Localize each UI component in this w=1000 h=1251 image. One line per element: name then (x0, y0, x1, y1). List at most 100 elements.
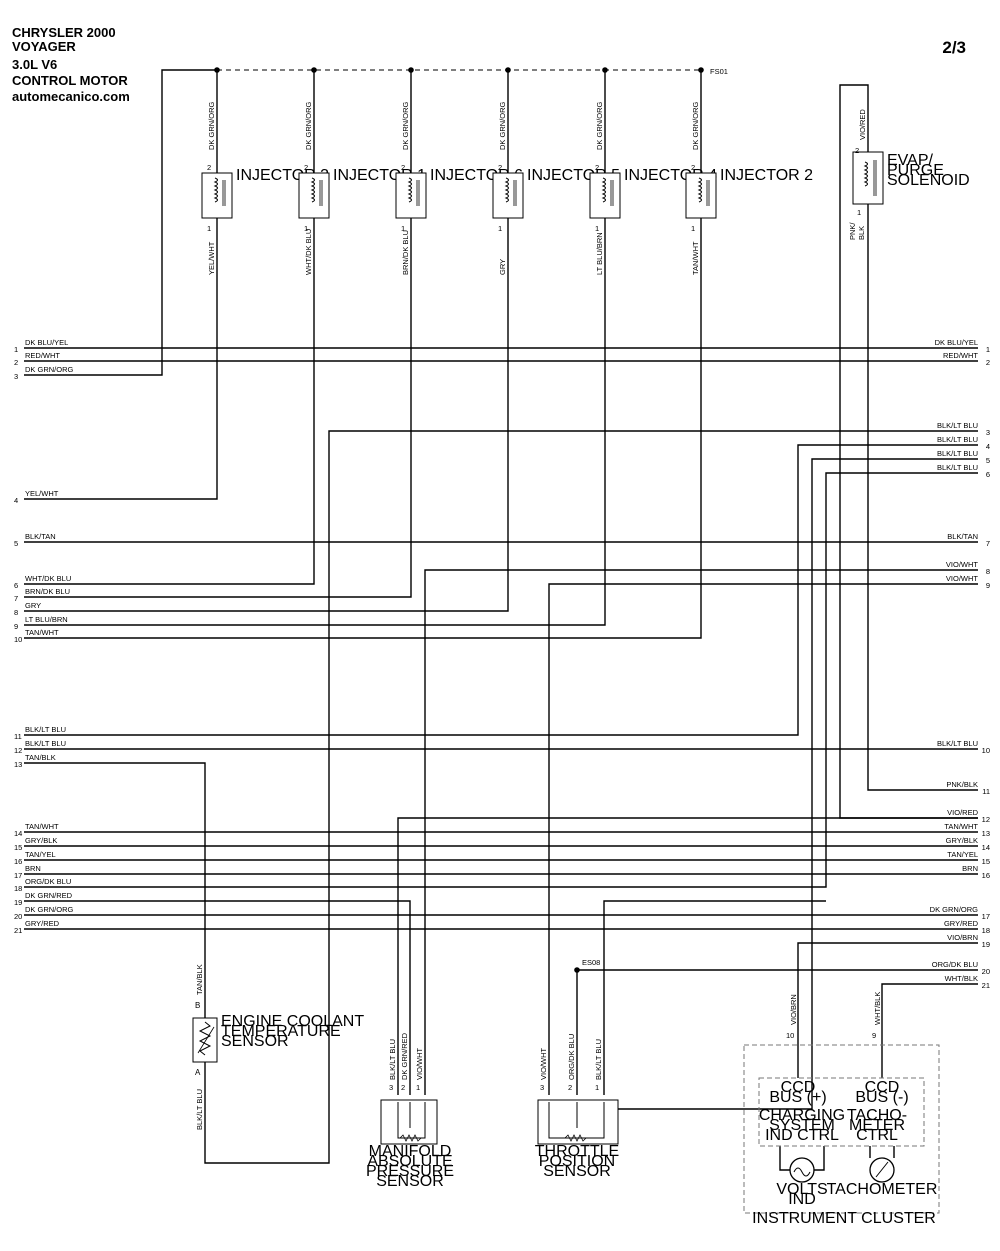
map-label: ABSOLUTE (367, 1153, 452, 1170)
right-wire-label: TAN/WHT (944, 822, 978, 831)
tps-pin-number: 2 (568, 1083, 572, 1092)
left-pin-number: 6 (14, 581, 18, 590)
right-pin-number: 9 (986, 581, 990, 590)
injector-pin-1: 1 (401, 224, 405, 233)
injector-bottom-wire-label: YEL/WHT (207, 241, 216, 275)
thermistor-icon (198, 1021, 212, 1056)
tps-body (537, 1099, 619, 1145)
wire-layer (24, 69, 978, 1171)
map-body (380, 1099, 438, 1145)
coil-icon (601, 177, 606, 203)
right-pin-number: 10 (982, 746, 990, 755)
splice-dot-es08 (574, 967, 580, 973)
left-wire-label: WHT/DK BLU (25, 574, 71, 583)
left-wire-label: GRY/RED (25, 919, 60, 928)
core-icon (513, 180, 517, 206)
tps-wire-label: VIO/WHT (539, 1048, 548, 1080)
right-pin-number: 17 (982, 912, 990, 921)
right-wire-label: DK BLU/YEL (935, 338, 978, 347)
left-wire-label: GRY/BLK (25, 836, 57, 845)
wire-wht-blk (881, 983, 978, 1040)
injector-pin-2: 2 (304, 163, 308, 172)
injector-5: INJECTOR 4 (589, 167, 717, 219)
coil-icon (504, 177, 509, 203)
header-model: VOYAGER (12, 39, 76, 54)
right-wire-label: VIO/WHT (946, 560, 978, 569)
right-wire-label: GRY/RED (944, 919, 979, 928)
injector-bottom-wire-label: BRN/DK BLU (401, 230, 410, 275)
right-pin-number: 20 (982, 967, 990, 976)
core-icon (222, 180, 226, 206)
wire-vio-wht-map (424, 569, 978, 1095)
right-pin-number: 12 (982, 815, 990, 824)
ect-bottom-wire-label: BLK/LT BLU (195, 1089, 204, 1130)
left-wire-label: BLK/LT BLU (25, 739, 66, 748)
evap-bottom-wire-label: BLK (857, 226, 866, 240)
ect-body (192, 1017, 218, 1063)
injector-pin-2: 2 (207, 163, 211, 172)
potentiometer-icon (564, 1134, 587, 1142)
injector-return-wire (24, 230, 606, 626)
splice-dot (311, 67, 317, 73)
evap-label: SOLENOID (887, 172, 970, 189)
left-wire-label: DK BLU/YEL (25, 338, 68, 347)
injector-pin-2: 2 (595, 163, 599, 172)
tps-circuit (548, 1102, 605, 1139)
left-wire-label: GRY (25, 601, 41, 610)
injector-pin-1: 1 (498, 224, 502, 233)
coil-icon (407, 177, 412, 203)
volts-ind-label: IND (788, 1191, 816, 1208)
map-pin-number: 3 (389, 1083, 393, 1092)
injector-return-wire (24, 230, 702, 639)
injector-top-wire-label: DK GRN/ORG (304, 101, 313, 150)
right-pin-number: 5 (986, 456, 990, 465)
right-pin-number: 3 (986, 428, 990, 437)
ect-label: TEMPERATURE (221, 1023, 341, 1040)
right-pin-number: 6 (986, 470, 990, 479)
tps-pin-number: 1 (595, 1083, 599, 1092)
right-wire-label: BLK/LT BLU (937, 421, 978, 430)
ect-pin-b: B (195, 1001, 200, 1010)
right-pin-number: 8 (986, 567, 990, 576)
charging-ctrl-label: SYSTEM (769, 1117, 835, 1134)
right-wire-label: BLK/LT BLU (937, 463, 978, 472)
right-pin-number: 1 (986, 345, 990, 354)
cluster-wire-label: WHT/BLK (873, 992, 882, 1025)
right-wire-label: ORG/DK BLU (932, 960, 978, 969)
core-icon (610, 180, 614, 206)
volts-needle-icon (793, 1167, 811, 1177)
coil-icon (310, 177, 315, 203)
right-wire-label: GRY/BLK (946, 836, 978, 845)
coil-icon (863, 161, 868, 187)
ccd-bus-neg-label: BUS (-) (855, 1089, 908, 1106)
left-wire-label: RED/WHT (25, 351, 60, 360)
ccd-bus-pos-label: CCD (781, 1079, 816, 1096)
left-pin-number: 2 (14, 358, 18, 367)
left-wire-label: TAN/WHT (25, 628, 59, 637)
map-label: MANIFOLD (369, 1143, 452, 1160)
injector-return-wire (24, 230, 509, 612)
left-wire-label: ORG/DK BLU (25, 877, 71, 886)
left-wire-label: TAN/YEL (25, 850, 56, 859)
left-pin-number: 12 (14, 746, 22, 755)
right-pin-number: 18 (982, 926, 990, 935)
injector-pin-2: 2 (498, 163, 502, 172)
cluster-outline (743, 1044, 940, 1214)
map-label: SENSOR (376, 1173, 444, 1190)
left-pin-number: 8 (14, 608, 18, 617)
left-pin-number: 11 (14, 732, 22, 741)
wire-tan-blk (24, 762, 206, 1018)
right-wire-label: BLK/TAN (947, 532, 978, 541)
injector-return-wire (24, 230, 412, 598)
wire-blk-ltblu-11 (24, 444, 978, 736)
right-wire-label: BRN (962, 864, 978, 873)
charging-ctrl-label: IND CTRL (765, 1127, 839, 1144)
injector-pin-2: 2 (691, 163, 695, 172)
left-pin-number: 21 (14, 926, 22, 935)
right-wire-label: DK GRN/ORG (930, 905, 979, 914)
wire-blk-ltblu-map (397, 817, 978, 1095)
tps-wire-label: BLK/LT BLU (594, 1039, 603, 1080)
right-pin-number: 11 (982, 787, 990, 796)
